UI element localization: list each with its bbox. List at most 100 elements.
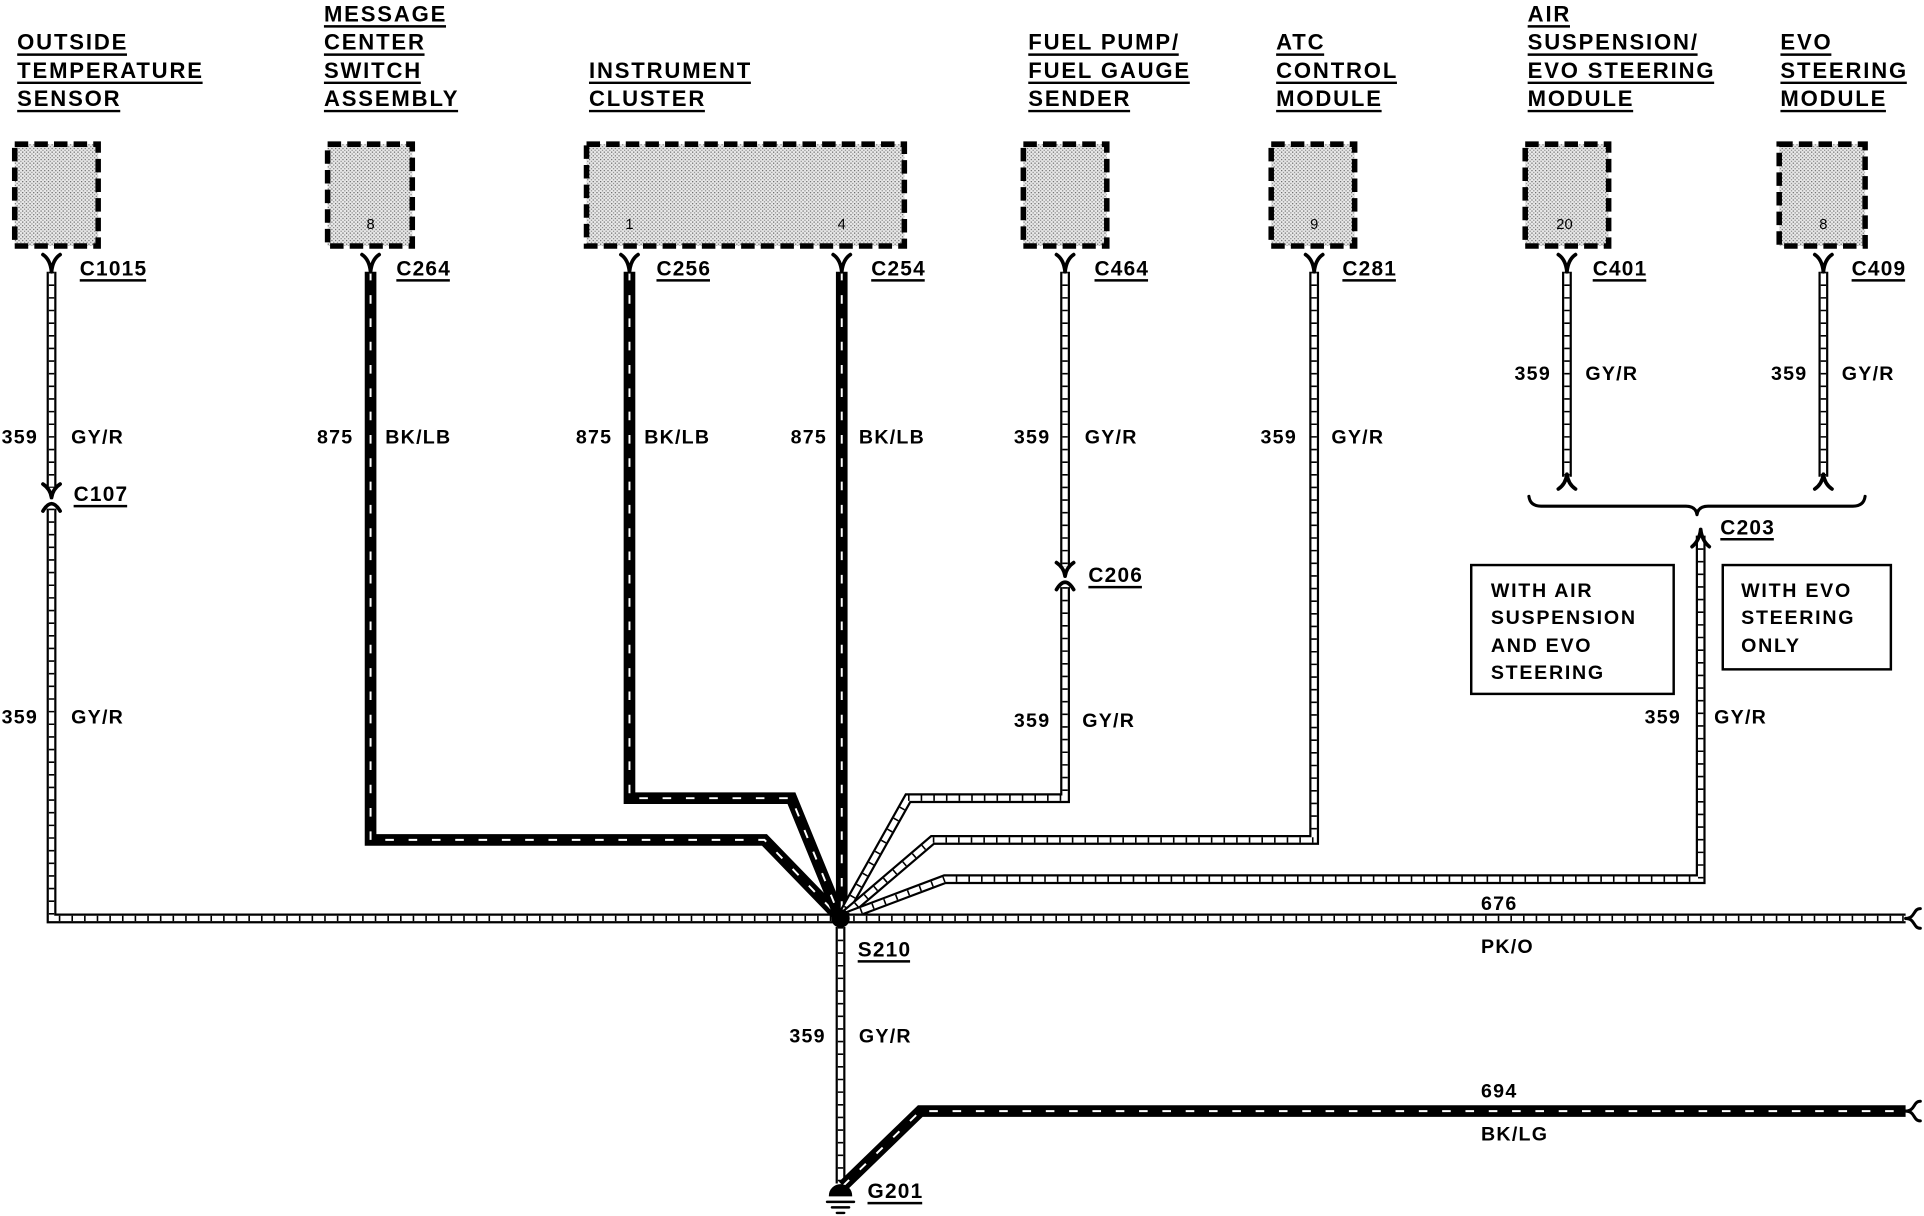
evo-module-label-line-2: STEERING — [1780, 58, 1908, 83]
connector-c1015-label: C1015 — [80, 257, 148, 280]
message-center-switch-assembly: MESSAGE CENTER SWITCH ASSEMBLY 8 C264 — [323, 1, 459, 282]
outside-temperature-sensor: OUTSIDE TEMPERATURE SENSOR C1015 — [11, 30, 203, 282]
wire-c203-feed-circuit: 359 — [1645, 706, 1681, 728]
instrument-cluster-pin-4: 4 — [838, 217, 846, 233]
wire-ots-lower-circuit: 359 — [2, 706, 38, 728]
wire-cluster-pin1-875 — [623, 271, 846, 921]
connector-c464-symbol — [1054, 252, 1076, 274]
instrument-cluster: INSTRUMENT CLUSTER 1 4 C256 C254 — [583, 58, 926, 282]
option-brace — [1527, 494, 1867, 517]
message-center-label-line-1: MESSAGE — [324, 1, 447, 26]
inline-connector-c206-male-symbol — [1054, 580, 1076, 592]
wire-message-center-875 — [364, 271, 845, 923]
wire-ots-359-lower-core — [48, 508, 841, 922]
evo-module-label-line-3: MODULE — [1780, 86, 1887, 111]
wire-atc-359-core — [838, 271, 1317, 921]
ground-g201-terminal — [828, 1184, 853, 1197]
connector-c409-symbol — [1812, 252, 1834, 274]
instrument-cluster-module-box — [583, 141, 908, 249]
wire-cluster-pin1-875-body — [623, 271, 846, 921]
connector-c401-label: C401 — [1593, 257, 1648, 280]
connector-c203-label: C203 — [1720, 516, 1775, 539]
message-center-label-line-2: CENTER — [324, 30, 426, 55]
wire-air-suspension-color: GY/R — [1585, 363, 1638, 385]
wire-ots-359-lower-outline — [46, 508, 841, 924]
wire-cluster-pin4-color: BK/LB — [859, 427, 925, 449]
wire-ots-359-lower — [46, 508, 841, 924]
evo-module-pin-number: 8 — [1819, 217, 1827, 233]
wire-cluster-pin1-color: BK/LB — [644, 427, 710, 449]
air-suspension-pin-number: 20 — [1556, 217, 1572, 233]
wire-message-center-color: BK/LB — [385, 427, 451, 449]
air-suspension-label-line-3: EVO STEERING — [1528, 58, 1716, 83]
air-suspension-label-line-1: AIR — [1528, 1, 1572, 26]
air-suspension-evo-steering-module: AIR SUSPENSION/ EVO STEERING MODULE 20 C… — [1522, 1, 1716, 282]
wire-fuel-359-lower-hatch — [838, 587, 1068, 920]
wire-c203-359 — [838, 535, 1706, 924]
inline-connector-c107-label: C107 — [74, 483, 129, 506]
wire-694-continuation-icon — [1904, 1099, 1922, 1123]
note-evo-only-line-3: ONLY — [1741, 635, 1801, 657]
evo-module-box — [1776, 141, 1868, 249]
air-suspension-module-box — [1522, 141, 1612, 249]
wire-message-center-875-stripe — [369, 271, 842, 920]
message-center-pin-number: 8 — [366, 217, 374, 233]
wire-676-continuation-icon — [1904, 907, 1922, 930]
wire-atc-circuit: 359 — [1261, 427, 1297, 449]
wire-ots-upper-color: GY/R — [71, 427, 124, 449]
symbols-layer — [41, 252, 1922, 1215]
wire-splice-to-ground-color: GY/R — [859, 1025, 912, 1047]
connector-c254-label: C254 — [871, 257, 926, 280]
connector-c281-symbol — [1303, 252, 1325, 274]
wire-694-circuit: 694 — [1481, 1081, 1517, 1103]
wire-atc-359-outline — [837, 271, 1320, 923]
wire-c203-feed-color: GY/R — [1714, 706, 1767, 728]
evo-steering-wire-end-symbol — [1812, 472, 1834, 491]
outside-temperature-sensor-label-line-3: SENSOR — [17, 86, 121, 111]
atc-module-label-line-2: CONTROL — [1276, 58, 1398, 83]
wire-atc-color: GY/R — [1331, 427, 1384, 449]
wire-fuel-lower-color: GY/R — [1082, 710, 1135, 732]
note-air-suspension-and-evo: WITH AIR SUSPENSION AND EVO STEERING — [1469, 563, 1675, 696]
note-air-suspension-line-2: SUSPENSION — [1491, 607, 1637, 629]
wire-ots-upper-circuit: 359 — [2, 427, 38, 449]
connector-c409-label: C409 — [1852, 257, 1907, 280]
air-suspension-label-line-2: SUSPENSION/ — [1528, 30, 1699, 55]
wire-c203-359-hatch — [839, 535, 1704, 921]
wire-evo-steering-circuit: 359 — [1771, 363, 1807, 385]
connector-c401-symbol — [1556, 252, 1578, 274]
atc-module-label-line-1: ATC — [1276, 30, 1325, 55]
evo-steering-module: EVO STEERING MODULE 8 C409 — [1776, 30, 1908, 282]
wire-694-bk-lg-stripe — [842, 1110, 1906, 1187]
wire-atc-359 — [837, 271, 1320, 923]
wire-cluster-pin4-circuit: 875 — [791, 427, 827, 449]
fuel-pump-label-line-1: FUEL PUMP/ — [1028, 30, 1180, 55]
wire-fuel-upper-color: GY/R — [1085, 427, 1138, 449]
connector-c264-symbol — [360, 252, 381, 274]
message-center-label-line-4: ASSEMBLY — [324, 86, 459, 111]
wire-ots-lower-color: GY/R — [71, 706, 124, 728]
air-suspension-wire-end-symbol — [1556, 472, 1578, 491]
instrument-cluster-pin-1: 1 — [625, 217, 633, 233]
fuel-pump-fuel-gauge-sender: FUEL PUMP/ FUEL GAUGE SENDER C464 — [1020, 30, 1191, 282]
atc-module-label-line-3: MODULE — [1276, 86, 1383, 111]
atc-module-pin-number: 9 — [1310, 217, 1318, 233]
instrument-cluster-label-line-1: INSTRUMENT — [589, 58, 752, 83]
fuel-pump-label-line-2: FUEL GAUGE — [1028, 58, 1191, 83]
note-air-suspension-line-1: WITH AIR — [1491, 580, 1593, 602]
wire-cluster-pin1-875-stripe — [628, 271, 842, 919]
fuel-pump-label-line-3: SENDER — [1028, 86, 1131, 111]
atc-module-box — [1268, 141, 1358, 249]
wire-message-center-875-body — [364, 271, 845, 923]
air-suspension-label-line-4: MODULE — [1528, 86, 1635, 111]
message-center-module-box — [324, 141, 416, 249]
connector-c264-label: C264 — [396, 257, 451, 280]
note-air-suspension-line-3: AND EVO — [1491, 635, 1592, 657]
atc-control-module: ATC CONTROL MODULE 9 C281 — [1268, 30, 1398, 282]
inline-connector-c206-label: C206 — [1088, 564, 1143, 587]
connector-c203-symbol — [1690, 527, 1712, 549]
instrument-cluster-label-line-2: CLUSTER — [589, 86, 706, 111]
wires-layer — [46, 271, 1906, 1191]
